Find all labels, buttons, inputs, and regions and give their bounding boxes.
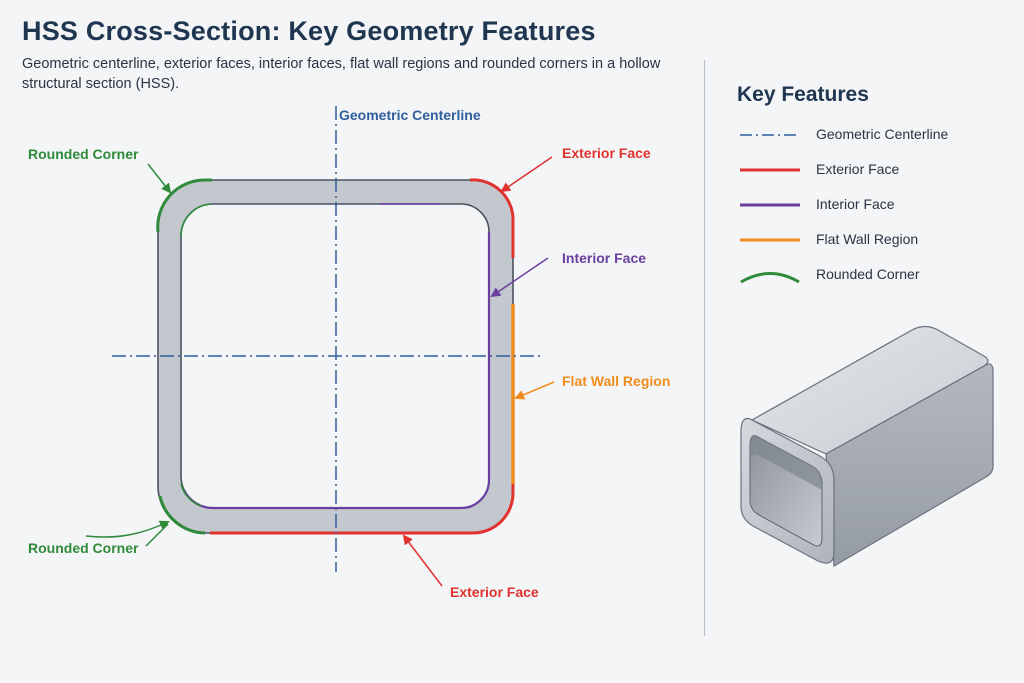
cross-section-diagram: Geometric Centerline Exterior Face Inter… — [28, 106, 670, 600]
hss-3d-opening — [749, 435, 823, 547]
corner-bottom-leader — [85, 520, 170, 538]
hss-3d-top-face — [750, 325, 989, 455]
label-corner-bottom: Rounded Corner — [28, 540, 139, 556]
key-swatch-flat-wall — [740, 238, 800, 242]
key-item-centerline: Geometric Centerline — [738, 123, 1008, 147]
exterior-face-bottom — [210, 480, 515, 535]
key-label-corner: Rounded Corner — [816, 266, 920, 282]
key-item-interior: Interior Face — [738, 193, 1008, 217]
exterior-face-top-right — [469, 178, 515, 258]
exterior-top-leader — [500, 156, 553, 193]
key-swatch-centerline — [740, 134, 800, 136]
interior-leader — [490, 257, 549, 298]
key-label-flat-wall: Flat Wall Region — [816, 231, 919, 247]
key-item-flat-wall: Flat Wall Region — [738, 228, 1008, 252]
rounded-corner-top-inner — [180, 203, 212, 237]
key-item-corner: Rounded Corner — [738, 263, 1008, 287]
page-subtitle: Geometric centerline, exterior faces, in… — [22, 56, 661, 92]
label-exterior-bottom: Exterior Face — [450, 584, 539, 600]
rounded-corner-bottom — [158, 495, 206, 535]
label-centerline: Geometric Centerline — [339, 107, 481, 123]
key-swatch-exterior — [740, 168, 800, 172]
exterior-bottom-leader — [402, 534, 443, 587]
page-title: HSS Cross-Section: Key Geometry Features — [22, 16, 596, 46]
label-flat-wall: Flat Wall Region — [562, 373, 670, 389]
rounded-corner-top — [156, 178, 212, 233]
key-label-exterior: Exterior Face — [816, 161, 900, 177]
hss-3d-opening-shade — [750, 435, 822, 490]
corner-top-leader — [147, 163, 172, 194]
key-label-interior: Interior Face — [816, 196, 895, 212]
rounded-corner-bottom-inner — [180, 483, 202, 507]
key-swatch-interior — [740, 203, 800, 207]
key-item-exterior: Exterior Face — [738, 158, 1008, 182]
panel-divider — [704, 60, 705, 636]
hss-3d-end-face — [740, 417, 835, 564]
corner-bottom-leader-2 — [145, 523, 169, 547]
hss-3d-side-face — [825, 363, 994, 568]
label-corner-top: Rounded Corner — [28, 146, 139, 162]
flat-wall-leader — [514, 381, 555, 400]
key-title: Key Features — [737, 83, 869, 106]
key-label-centerline: Geometric Centerline — [816, 126, 949, 142]
label-exterior-top: Exterior Face — [562, 145, 651, 161]
key-swatch-corner — [740, 272, 800, 284]
label-interior: Interior Face — [562, 250, 646, 266]
